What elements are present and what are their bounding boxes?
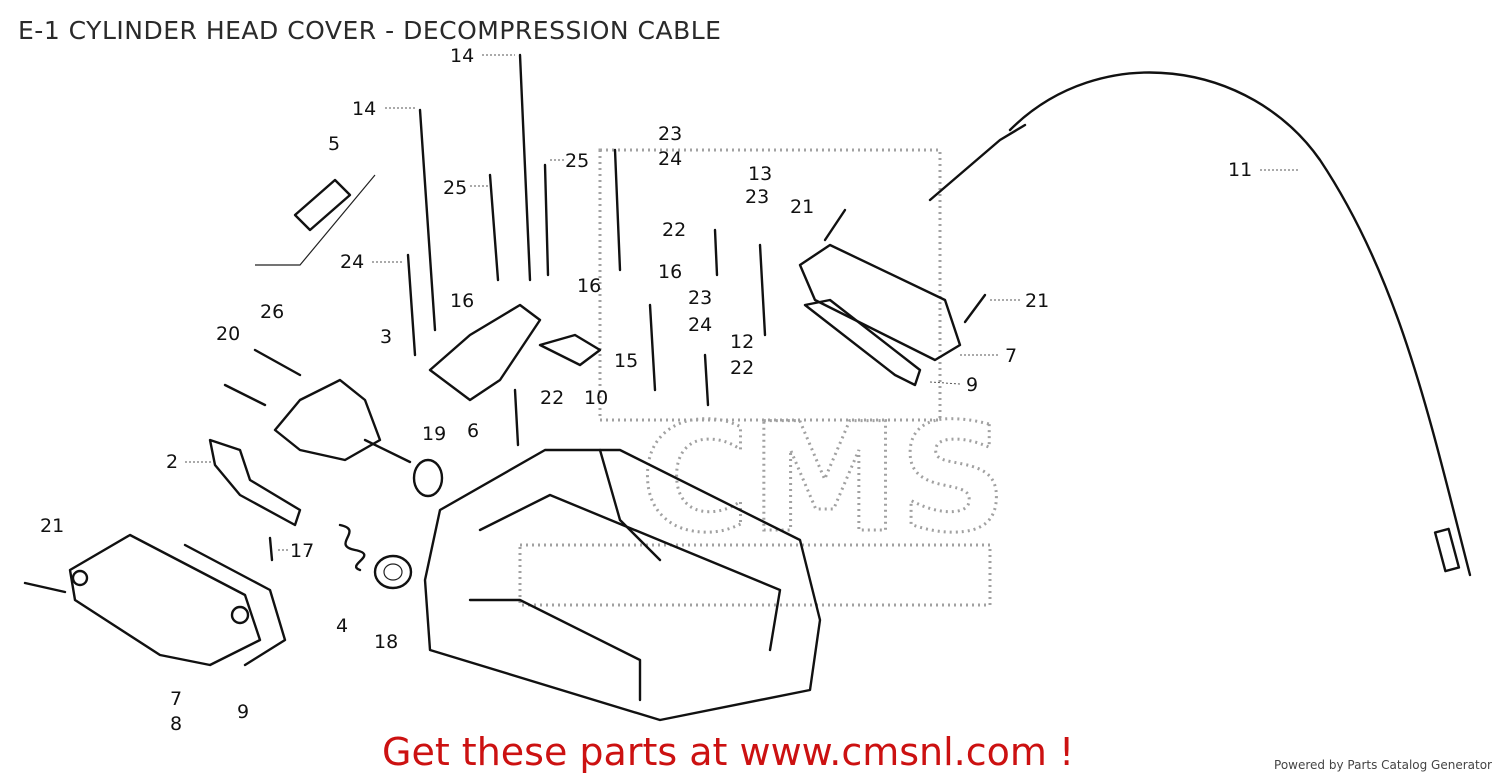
callout-22b: 22 [730,357,754,379]
powered-by-footer: Powered by Parts Catalog Generator [1274,758,1492,772]
callout-21b: 21 [40,515,64,537]
watermark-logo: CMS [518,148,1009,607]
callout-5: 5 [328,133,340,155]
callout-2: 2 [166,451,178,473]
callout-7a: 7 [170,688,182,710]
callout-20: 20 [216,323,240,345]
callout-10: 10 [584,387,608,409]
callout-16c: 16 [450,290,474,312]
callout-21c: 21 [1025,290,1049,312]
callout-12: 12 [730,331,754,353]
callout-14a: 14 [450,45,474,67]
callout-25a: 25 [443,177,467,199]
callout-24b: 24 [340,251,364,273]
callout-22a: 22 [662,219,686,241]
callout-9b: 9 [966,374,978,396]
callout-3: 3 [380,326,392,348]
page-title: E-1 CYLINDER HEAD COVER - DECOMPRESSION … [18,16,722,45]
callout-25b: 25 [565,150,589,172]
callout-16b: 16 [577,275,601,297]
callout-19: 19 [422,423,446,445]
callout-13: 13 [748,163,772,185]
callout-9a: 9 [237,701,249,723]
callout-22c: 22 [540,387,564,409]
callout-24c: 24 [688,314,712,336]
callout-26: 26 [260,301,284,323]
callout-23c: 23 [688,287,712,309]
callout-17: 17 [290,540,314,562]
watermark-text: CMS [640,392,1007,566]
callout-23b: 23 [745,186,769,208]
decompression-cable [928,71,1472,577]
callout-15: 15 [614,350,638,372]
callout-4: 4 [336,615,348,637]
decompressor-parts [208,174,602,590]
callout-18: 18 [374,631,398,653]
callout-21a: 21 [790,196,814,218]
callout-14b: 14 [352,98,376,120]
promo-link[interactable]: Get these parts at www.cmsnl.com ! [382,730,1075,774]
callout-8: 8 [170,713,182,735]
callout-16a: 16 [658,261,682,283]
callout-24a: 24 [658,148,682,170]
callout-23a: 23 [658,123,682,145]
leader-lines [185,54,1300,551]
callout-11: 11 [1228,159,1252,181]
callout-6: 6 [467,420,479,442]
callout-7b: 7 [1005,345,1017,367]
bolts [23,53,987,594]
cylinder-head-cover [423,448,822,722]
right-cover [798,243,962,387]
left-cover [68,533,287,667]
